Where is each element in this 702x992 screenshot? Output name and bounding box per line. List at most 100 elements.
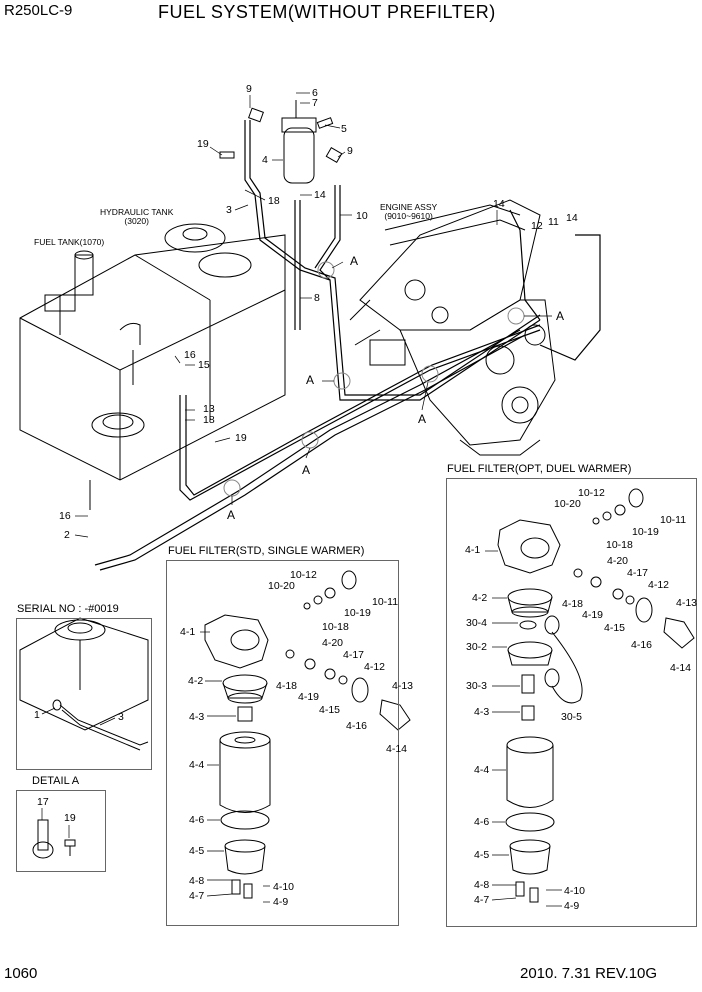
opt-4-4: 4-4: [474, 764, 490, 776]
model-code: R250LC-9: [4, 2, 73, 19]
std-4-6: 4-6: [189, 814, 205, 826]
std-filter-drawing: [204, 570, 411, 899]
detail-a-frame: [16, 790, 106, 872]
serial-box-frame: [16, 618, 152, 770]
callout-19a: 19: [197, 138, 209, 150]
opt-4-6: 4-6: [474, 816, 490, 828]
opt-4-19: 4-19: [582, 609, 604, 621]
detail-callout-19: 19: [64, 812, 76, 824]
tank-assembly: [19, 223, 286, 510]
callout-13: 13: [203, 403, 215, 415]
opt-10-19: 10-19: [632, 526, 659, 538]
callout-9b: 9: [347, 145, 353, 157]
opt-4-18: 4-18: [562, 598, 584, 610]
std-4-4: 4-4: [189, 759, 205, 771]
std-filter-frame: [166, 560, 399, 926]
callout-8: 8: [314, 292, 320, 304]
page-number: 1060: [4, 965, 38, 982]
std-4-15: 4-15: [319, 704, 341, 716]
std-filter-title: FUEL FILTER(STD, SINGLE WARMER): [168, 545, 365, 557]
opt-4-2: 4-2: [472, 592, 488, 604]
opt-4-14: 4-14: [670, 662, 692, 674]
engine-assy-label: ENGINE ASSY(9010~9610): [380, 202, 438, 222]
ref-a-6: A: [227, 508, 236, 522]
opt-10-12: 10-12: [578, 487, 605, 499]
opt-filter-drawing: [497, 488, 695, 903]
opt-10-18: 10-18: [606, 539, 633, 551]
opt-4-12: 4-12: [648, 579, 670, 591]
opt-4-15: 4-15: [604, 622, 626, 634]
opt-30-3: 30-3: [466, 680, 488, 692]
engine-assy-code: (9010~9610): [384, 211, 433, 222]
serial-callout-1: 1: [34, 709, 40, 721]
callout-14b: 14: [493, 198, 505, 210]
hydraulic-tank-label: HYDRAULIC TANK(3020): [100, 207, 174, 227]
callout-7: 7: [312, 97, 318, 109]
engine-assy-name: ENGINE ASSY: [380, 202, 438, 212]
callout-14a: 14: [314, 189, 326, 201]
opt-4-5: 4-5: [474, 849, 490, 861]
callout-18b: 18: [203, 414, 215, 426]
std-4-16: 4-16: [346, 720, 368, 732]
std-4-17: 4-17: [343, 649, 365, 661]
detail-a-title: DETAIL A: [32, 775, 80, 787]
opt-4-10: 4-10: [564, 885, 586, 897]
ref-a-5: A: [302, 463, 311, 477]
ref-a-2: A: [556, 309, 565, 323]
std-10-11: 10-11: [372, 596, 399, 608]
opt-30-2: 30-2: [466, 641, 488, 653]
detail-a-drawing: [32, 819, 76, 859]
opt-4-16: 4-16: [631, 639, 653, 651]
callout-16b: 16: [59, 510, 71, 522]
opt-4-9: 4-9: [564, 900, 580, 912]
opt-4-1: 4-1: [465, 544, 481, 556]
callout-19b: 19: [235, 432, 247, 444]
ref-a-circles: [223, 261, 525, 497]
engine-assy: [349, 199, 556, 456]
callout-9a: 9: [246, 83, 252, 95]
callout-4: 4: [262, 154, 268, 166]
std-4-18: 4-18: [276, 680, 298, 692]
std-4-8: 4-8: [189, 875, 205, 887]
hydraulic-tank-name: HYDRAULIC TANK: [100, 207, 174, 217]
revision-date: 2010. 7.31 REV.10G: [520, 965, 658, 982]
std-10-18: 10-18: [322, 621, 349, 633]
fuel-lines: [94, 120, 601, 571]
std-4-1: 4-1: [180, 626, 196, 638]
std-4-7: 4-7: [189, 890, 205, 902]
std-4-12: 4-12: [364, 661, 386, 673]
opt-4-7: 4-7: [474, 894, 490, 906]
opt-4-13: 4-13: [676, 597, 698, 609]
callout-14c: 14: [566, 212, 578, 224]
opt-4-20: 4-20: [607, 555, 629, 567]
serial-callout-3: 3: [118, 711, 124, 723]
callout-6: 6: [312, 87, 318, 99]
fuel-tank-label: FUEL TANK(1070): [34, 237, 105, 247]
std-4-13: 4-13: [392, 680, 414, 692]
std-4-2: 4-2: [188, 675, 204, 687]
opt-10-11: 10-11: [660, 514, 687, 526]
serial-box-title: SERIAL NO : -#0019: [17, 603, 119, 615]
std-4-5: 4-5: [189, 845, 205, 857]
std-4-3: 4-3: [189, 711, 205, 723]
callout-10: 10: [356, 210, 368, 222]
opt-filter-frame: [446, 478, 697, 927]
opt-4-17: 4-17: [627, 567, 649, 579]
callout-12: 12: [531, 220, 543, 232]
ref-a-3: A: [306, 373, 315, 387]
opt-10-20: 10-20: [554, 498, 581, 510]
opt-4-3: 4-3: [474, 706, 490, 718]
callout-5: 5: [341, 123, 347, 135]
callout-3: 3: [226, 204, 232, 216]
std-4-20: 4-20: [322, 637, 344, 649]
std-10-19: 10-19: [344, 607, 371, 619]
callout-16a: 16: [184, 349, 196, 361]
top-filter: [219, 100, 343, 184]
std-4-19: 4-19: [298, 691, 320, 703]
callout-15: 15: [198, 359, 210, 371]
callout-18a: 18: [268, 195, 280, 207]
leader-lines: [41, 92, 562, 907]
std-4-14: 4-14: [386, 743, 408, 755]
serial-box-drawing: [19, 617, 149, 751]
